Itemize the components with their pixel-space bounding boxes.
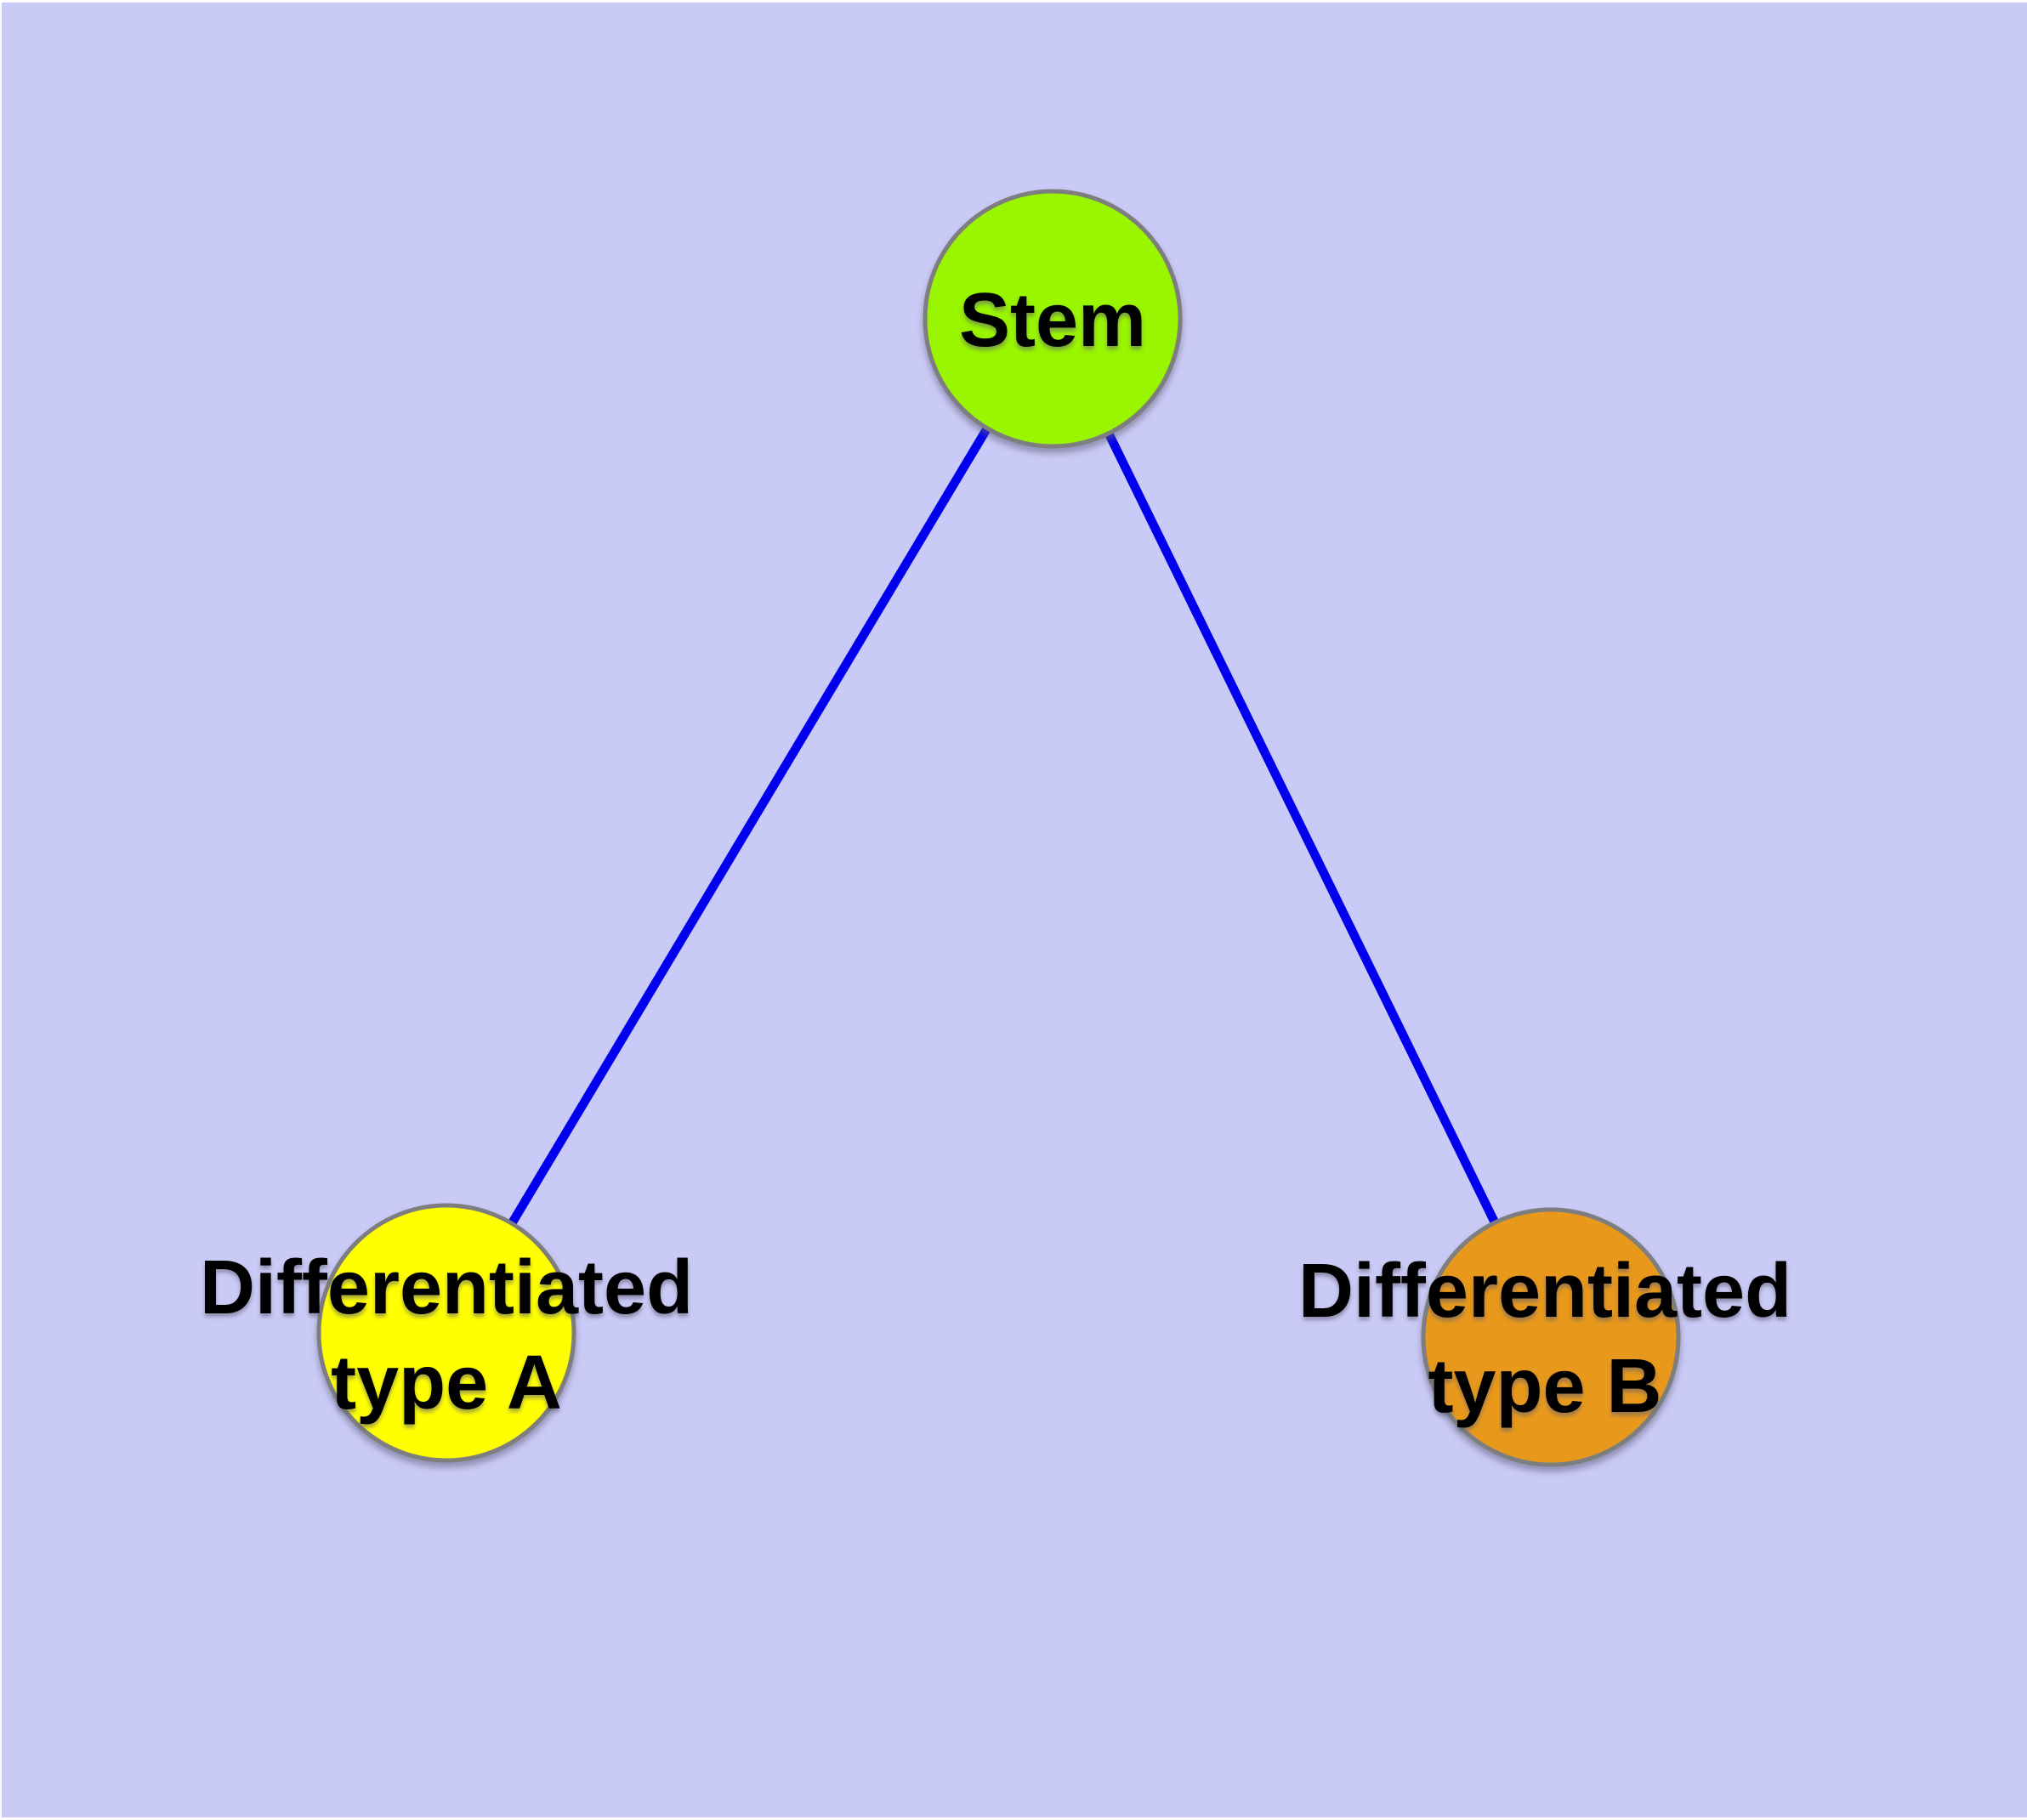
node-circle-differentiated-type-a bbox=[316, 1203, 576, 1463]
graph-svg bbox=[316, 189, 1681, 1467]
node-circle-differentiated-type-b bbox=[1421, 1207, 1681, 1467]
edge-stem-to-type-a bbox=[442, 316, 1057, 1335]
edge-stem-to-type-b bbox=[1048, 316, 1555, 1340]
node-circle-stem bbox=[923, 189, 1183, 449]
